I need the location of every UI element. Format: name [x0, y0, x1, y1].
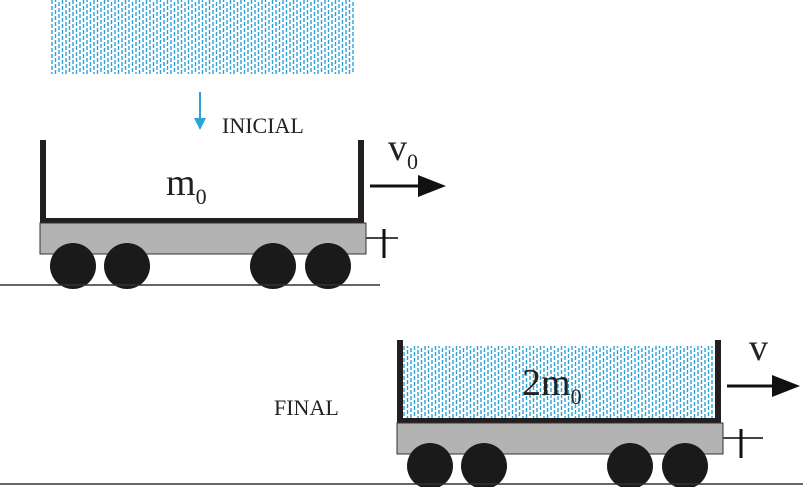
- wheel: [407, 443, 453, 487]
- final-cart-bumper: [723, 429, 763, 458]
- wheel: [607, 443, 653, 487]
- cart-water: [403, 346, 713, 418]
- final-cart-chassis: [396, 422, 724, 455]
- final-cart-container: [397, 340, 721, 424]
- initial-cart-chassis: [39, 222, 367, 255]
- initial-velocity-arrow: [370, 175, 446, 197]
- initial-cart-container: [40, 140, 364, 224]
- final-velocity-arrow: [727, 375, 800, 397]
- final-label: FINAL: [274, 395, 339, 420]
- wheel: [50, 243, 96, 289]
- initial-cart: [39, 140, 398, 289]
- wheel: [104, 243, 150, 289]
- final-mass-label: 2m0: [522, 362, 582, 409]
- fall-direction-arrow: [194, 92, 206, 130]
- wheel: [305, 243, 351, 289]
- falling-water: [51, 0, 354, 74]
- initial-mass-label: m0: [166, 162, 207, 209]
- initial-cart-bumper: [366, 229, 398, 258]
- final-velocity-label: v: [749, 327, 768, 369]
- wheel: [250, 243, 296, 289]
- initial-velocity-label: v0: [388, 127, 418, 174]
- final-cart: [396, 340, 763, 487]
- initial-label: INICIAL: [222, 113, 304, 138]
- wheel: [461, 443, 507, 487]
- wheel: [662, 443, 708, 487]
